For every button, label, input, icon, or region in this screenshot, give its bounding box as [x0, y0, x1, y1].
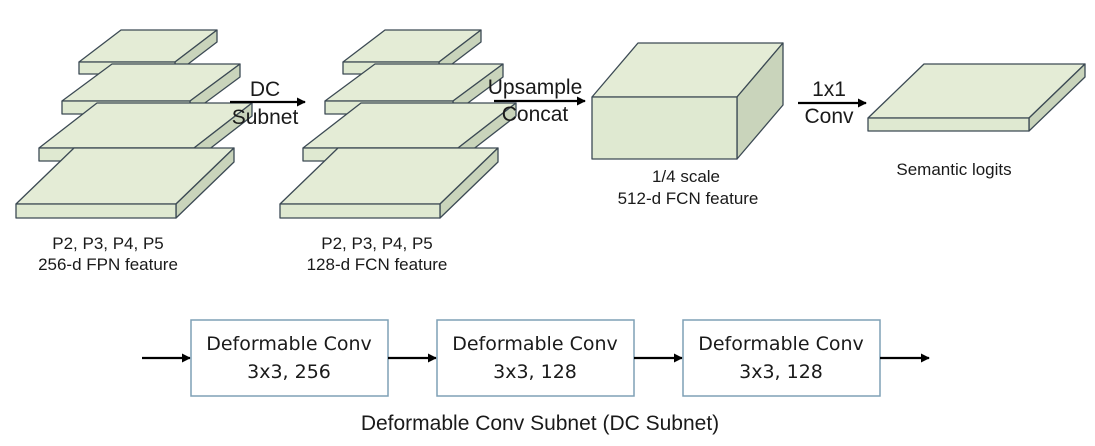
conv-arrow-label-bottom: Conv [804, 105, 854, 128]
slab-front-face [15, 203, 177, 219]
block-params: 3x3, 256 [247, 361, 331, 383]
pyramid-level-p2 [15, 147, 235, 219]
cube-caption-line1: 1/4 scale [652, 167, 720, 186]
semantic-logits-slab [867, 63, 1086, 132]
slab-front-face [279, 203, 441, 219]
fpn-caption-line2: 256-d FPN feature [38, 255, 178, 274]
pyramid-level-p4 [324, 63, 504, 115]
subnet-caption: Deformable Conv Subnet (DC Subnet) [361, 412, 719, 435]
logits-caption: Semantic logits [896, 160, 1011, 179]
logits-body [867, 63, 1086, 132]
slab-top-face [867, 63, 1086, 119]
fpn-feature-pyramid [15, 29, 253, 219]
deformable-conv-block: Deformable Conv 3x3, 256 [190, 319, 389, 397]
dc-arrow-label-top: DC [250, 78, 280, 101]
cube-body [591, 42, 784, 160]
block-title: Deformable Conv [452, 333, 618, 355]
conv-arrow-label-top: 1x1 [812, 78, 846, 101]
fcn-caption-line1: P2, P3, P4, P5 [321, 234, 433, 253]
block-params: 3x3, 128 [739, 361, 823, 383]
block-params: 3x3, 128 [493, 361, 577, 383]
block-title: Deformable Conv [698, 333, 864, 355]
fcn-feature-pyramid [279, 29, 517, 219]
deformable-conv-block: Deformable Conv 3x3, 128 [682, 319, 881, 397]
dc-arrow-label-bottom: Subnet [232, 106, 299, 129]
upsample-arrow-label-bottom: Concat [502, 103, 569, 126]
upsample-arrow-label-top: Upsample [488, 76, 583, 99]
fpn-caption-line1: P2, P3, P4, P5 [52, 234, 164, 253]
pyramid-level-p2 [279, 147, 499, 219]
fcn-feature-cube [591, 42, 784, 160]
block-title: Deformable Conv [206, 333, 372, 355]
fcn-caption-line2: 128-d FCN feature [307, 255, 448, 274]
slab-front-face [591, 96, 738, 160]
deformable-conv-block: Deformable Conv 3x3, 128 [436, 319, 635, 397]
cube-caption-line2: 512-d FCN feature [618, 189, 759, 208]
slab-front-face [867, 117, 1030, 132]
